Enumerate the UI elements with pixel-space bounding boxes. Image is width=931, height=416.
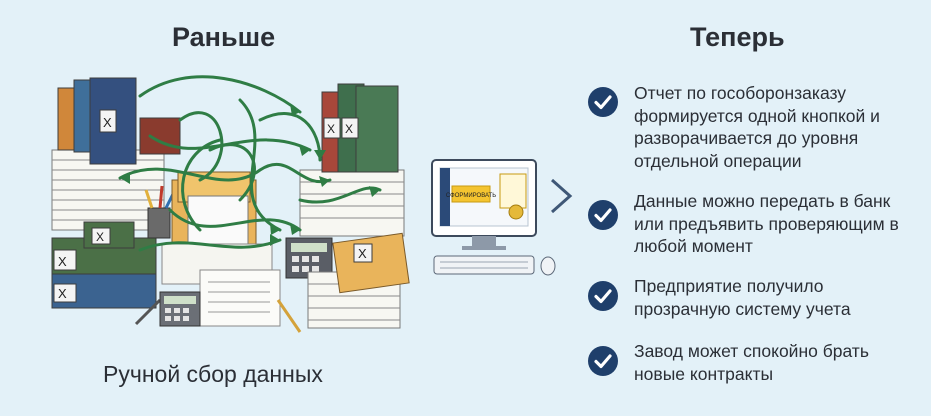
check-icon (588, 346, 618, 376)
svg-text:X: X (58, 254, 67, 269)
check-icon (588, 281, 618, 311)
svg-text:X: X (345, 122, 353, 136)
calculator-icon-left (159, 291, 201, 327)
svg-text:X: X (358, 246, 367, 261)
paper-stack-left-illustration (51, 149, 165, 231)
before-caption: Ручной сбор данных (103, 361, 323, 387)
benefit-text: Данные можно передать в банк или предъяв… (634, 191, 899, 256)
binder-icon-group-right-top: X X (321, 83, 399, 173)
binder-icon-group-left-top: X (57, 77, 181, 165)
svg-text:X: X (103, 115, 112, 130)
paper-pile-center-illustration (134, 171, 302, 333)
benefit-text: Отчет по гособоронзаказу формируется одн… (634, 83, 880, 171)
benefit-text: Предприятие получило прозрачную систему … (634, 276, 851, 319)
benefit-text: Завод может спокойно брать новые контрак… (634, 341, 869, 384)
folder-icon-right: X (332, 232, 410, 294)
svg-text:X: X (58, 286, 67, 301)
check-icon (588, 87, 618, 117)
computer-icon (431, 159, 556, 276)
tangled-arrows-illustration (118, 75, 382, 252)
pencil-cup-illustration (144, 185, 176, 239)
computer-button-label: СФОРМИРОВАТЬ (446, 193, 496, 199)
binder-icon-group-left-bottom: X X X (51, 221, 157, 309)
svg-text:X: X (327, 122, 335, 136)
now-title: Теперь (690, 22, 785, 52)
svg-text:X: X (96, 230, 104, 244)
arrow-right-icon (551, 178, 573, 214)
paper-stack-right-illustration (299, 169, 405, 329)
before-title: Раньше (172, 22, 276, 52)
check-icon (588, 200, 618, 230)
arrowheads-illustration (120, 104, 380, 246)
calculator-icon-right (285, 237, 333, 279)
